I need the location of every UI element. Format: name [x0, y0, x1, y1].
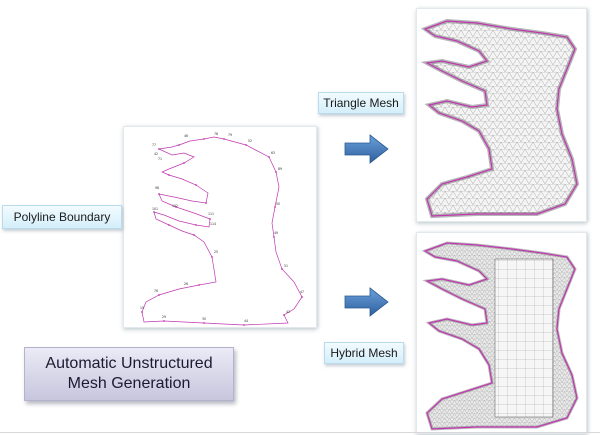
vertex-label: 77	[152, 143, 156, 147]
vertex-label: 42	[154, 152, 158, 156]
vertex-label: 26	[184, 282, 188, 286]
vertex-label: 50	[276, 202, 280, 206]
vertex-label: 111	[208, 212, 214, 216]
vertex-label: 25	[214, 250, 218, 254]
vertex-label: 76	[154, 289, 158, 293]
triangle-mesh-panel	[416, 8, 587, 222]
bottom-divider	[0, 432, 600, 433]
vertex-label: 44	[244, 319, 248, 323]
polyline-boundary-text: Polyline Boundary	[13, 210, 111, 224]
vertex-label: 51	[284, 264, 288, 268]
triangle-mesh-drawing	[420, 18, 580, 219]
hybrid-mesh-text: Hybrid Mesh	[330, 346, 398, 360]
right-arrow-icon	[344, 287, 389, 317]
vertex-label: 102	[172, 204, 178, 208]
triangle-mesh-label: Triangle Mesh	[318, 92, 404, 114]
vertex-label: 114	[210, 222, 216, 226]
vertex-label: 98	[155, 186, 159, 190]
vertex-label: 78	[214, 132, 218, 136]
diagram-title: Automatic Unstructured Mesh Generation	[24, 347, 234, 401]
vertex-label: 49	[274, 231, 278, 235]
vertex-label: 101	[152, 207, 158, 211]
vertex-label: 30	[202, 317, 206, 321]
vertex-label: 71	[158, 157, 162, 161]
hybrid-mesh-panel	[416, 232, 587, 434]
hybrid-mesh-drawing	[421, 241, 579, 431]
vertex-label: 29	[162, 315, 166, 319]
vertex-label: 46	[184, 134, 188, 138]
vertex-label: 15	[140, 306, 144, 310]
triangle-mesh-text: Triangle Mesh	[323, 96, 399, 110]
right-arrow-icon	[344, 134, 389, 164]
vertex-label: 47	[300, 290, 304, 294]
vertex-label: 89	[278, 167, 282, 171]
title-line-1: Automatic Unstructured	[45, 355, 213, 372]
polyline-boundary-label: Polyline Boundary	[2, 205, 122, 229]
vertex-label: 79	[228, 133, 232, 137]
vertex-label: 43	[286, 310, 290, 314]
title-line-2: Mesh Generation	[67, 375, 191, 392]
vertex-label: 52	[248, 139, 252, 143]
vertex-label: 63	[271, 151, 275, 155]
hybrid-mesh-label: Hybrid Mesh	[324, 342, 404, 364]
